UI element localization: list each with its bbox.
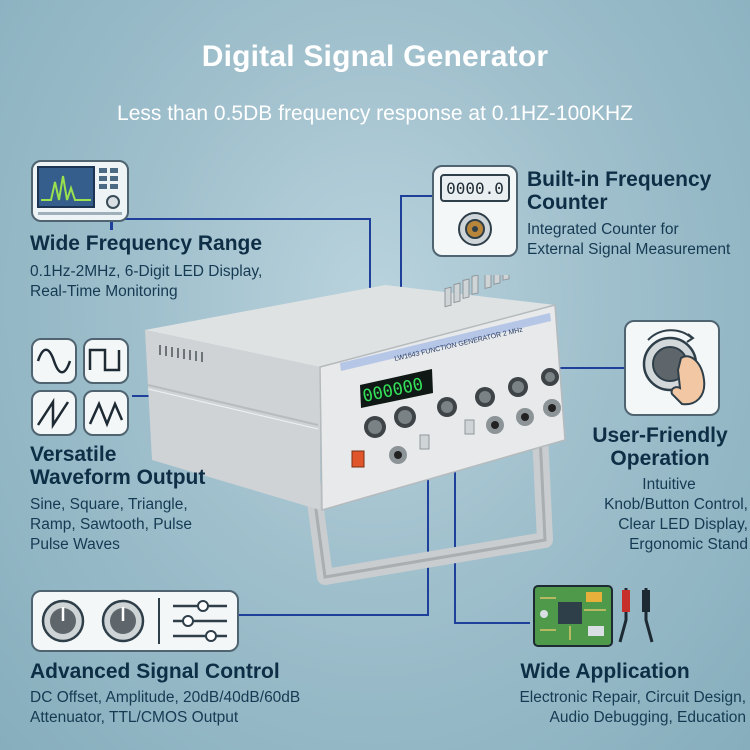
- counter-display-text: 0000.0: [446, 179, 504, 198]
- title-line: User-Friendly: [592, 424, 728, 447]
- application-description: Electronic Repair, Circuit Design, Audio…: [440, 688, 746, 728]
- title-line: Operation: [610, 447, 710, 470]
- title-line: Counter: [527, 191, 608, 214]
- frequency-range-title: Wide Frequency Range: [30, 232, 263, 255]
- signal-control-title: Advanced Signal Control: [30, 660, 280, 683]
- description-line: Knob/Button Control,: [604, 496, 748, 513]
- connector-line: [427, 430, 429, 616]
- description-line: Pulse Waves: [30, 536, 120, 553]
- title-line: Versatile: [30, 443, 117, 466]
- description-line: Sine, Square, Triangle,: [30, 496, 188, 513]
- description-line: Clear LED Display,: [618, 516, 748, 533]
- frequency-counter-icon: 0000.0: [432, 165, 518, 257]
- title-line: Built-in Frequency: [527, 168, 712, 191]
- description-line: DC Offset, Amplitude, 20dB/40dB/60dB: [30, 689, 301, 706]
- square-wave-icon: [83, 338, 129, 384]
- counter-description: Integrated Counter for External Signal M…: [527, 220, 730, 260]
- connector-line: [110, 218, 113, 230]
- application-title: Wide Application: [520, 660, 690, 683]
- operation-description: Intuitive Knob/Button Control, Clear LED…: [560, 475, 748, 555]
- circuit-board-icon: [530, 580, 660, 652]
- description-line: External Signal Measurement: [527, 241, 731, 258]
- description-line: 0.1Hz-2MHz, 6-Digit LED Display,: [30, 263, 263, 280]
- connector-line: [454, 622, 530, 624]
- triangle-wave-icon: [83, 390, 129, 436]
- sawtooth-wave-icon: [31, 390, 77, 436]
- connector-line: [110, 218, 370, 220]
- signal-control-description: DC Offset, Amplitude, 20dB/40dB/60dB Att…: [30, 688, 300, 728]
- description-line: Ramp, Sawtooth, Pulse: [30, 516, 192, 533]
- operation-title: User-Friendly Operation: [580, 424, 740, 470]
- page-title: Digital Signal Generator: [201, 40, 549, 73]
- description-line: Attenuator, TTL/CMOS Output: [30, 709, 239, 726]
- description-line: Electronic Repair, Circuit Design,: [519, 689, 746, 706]
- description-line: Real-Time Monitoring: [30, 283, 178, 300]
- waveform-description: Sine, Square, Triangle, Ramp, Sawtooth, …: [30, 495, 192, 555]
- connector-line: [238, 614, 428, 616]
- description-line: Intuitive: [642, 476, 696, 493]
- connector-line: [548, 367, 624, 369]
- waveform-icons: [31, 338, 131, 438]
- control-knobs-icon: [31, 590, 239, 652]
- frequency-range-description: 0.1Hz-2MHz, 6-Digit LED Display, Real-Ti…: [30, 262, 262, 302]
- counter-title: Built-in Frequency Counter: [527, 168, 711, 214]
- waveform-title: Versatile Waveform Output: [30, 443, 205, 489]
- display-screen-icon: [31, 160, 129, 222]
- description-line: Ergonomic Stand: [629, 536, 748, 553]
- connector-line: [400, 195, 432, 197]
- title-line: Waveform Output: [30, 466, 206, 489]
- signal-generator-device: LW1643 FUNCTION GENERATOR 2 MHz 000000: [145, 275, 566, 585]
- description-line: Audio Debugging, Education: [549, 709, 746, 726]
- page-subtitle: Less than 0.5DB frequency response at 0.…: [117, 102, 633, 125]
- sine-wave-icon: [31, 338, 77, 384]
- hand-knob-icon: [624, 320, 720, 416]
- description-line: Integrated Counter for: [527, 221, 679, 238]
- connector-line: [454, 430, 456, 624]
